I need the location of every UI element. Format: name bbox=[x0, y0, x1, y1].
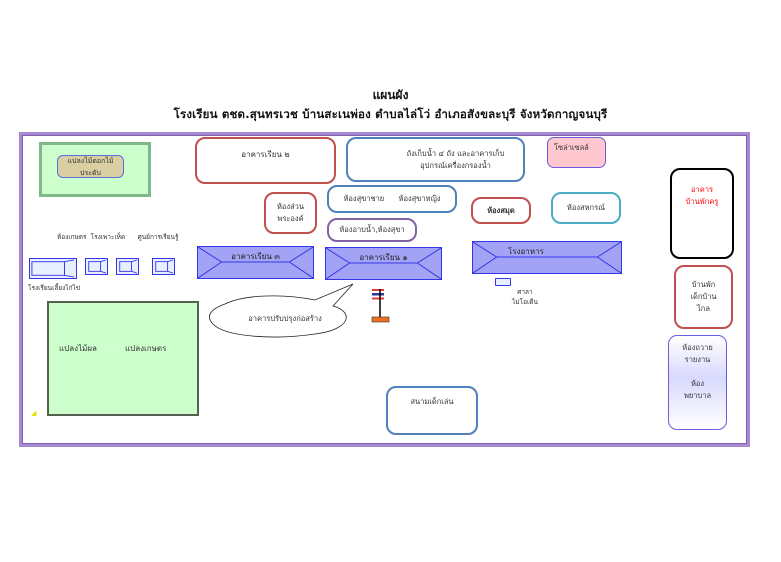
school-building-1-label: อาคารเรียน ๑ bbox=[359, 253, 408, 262]
bathroom: ห้องอาบน้ำ,ห้องสุขา bbox=[327, 218, 417, 242]
teacher-house-label-2: บ้านพักครู bbox=[685, 197, 719, 206]
agriculture-labels: ห้องเกษตร โรงเพาะเห็ด ศูนย์การเรียนรู้ bbox=[57, 233, 179, 241]
map-title: แผนผัง bbox=[372, 88, 409, 102]
water-tanks: ถังเก็บน้ำ ๔ ถัง และอาคารเก็บ อุปกรณ์เคร… bbox=[346, 137, 525, 182]
library: ห้องสมุด bbox=[471, 197, 531, 224]
mushroom-house-building bbox=[116, 258, 139, 275]
royal-room-label-2: พระองค์ bbox=[277, 214, 304, 223]
renovation-callout-label: อาคารปรับปรุงก่อสร้าง bbox=[248, 314, 322, 323]
school-building-2-label: อาคารเรียน ๒ bbox=[241, 150, 290, 159]
canteen: โรงอาหาร bbox=[472, 241, 622, 274]
report-room-label-2: รายงาน bbox=[684, 355, 711, 364]
cooperative-room-label: ห้องสหกรณ์ bbox=[566, 203, 606, 212]
fruit-plot-label: แปลงไม้ผล bbox=[59, 344, 97, 353]
renovation-callout bbox=[209, 283, 354, 338]
playground: สนามเด็กเล่น bbox=[386, 386, 478, 435]
solar-cell-label: โซล่าเซลล์ bbox=[554, 143, 589, 152]
nurse-room-label-2: พยาบาล bbox=[683, 391, 712, 400]
canteen-label: โรงอาหาร bbox=[508, 247, 544, 256]
farm-plot-label: แปลงเกษตร bbox=[125, 344, 167, 353]
dormitory-label-2: เด็กบ้าน bbox=[690, 292, 717, 301]
report-nurse-room: ห้องถวาย รายงาน ห้อง พยาบาล bbox=[668, 335, 727, 430]
garden-plot-label: แปลงไม้ดอกไม้ประดับ bbox=[67, 156, 114, 177]
school-building-3-label: อาคารเรียน ๓ bbox=[231, 252, 280, 261]
dormitory-label-3: ไกล bbox=[697, 304, 710, 313]
small-marker-icon: ◢ bbox=[31, 409, 37, 417]
school-building-1: อาคารเรียน ๑ bbox=[325, 247, 442, 280]
dormitory: บ้านพัก เด็กบ้าน ไกล bbox=[674, 265, 733, 329]
teacher-house-label-1: อาคาร bbox=[691, 185, 713, 194]
teacher-house: อาคาร บ้านพักครู bbox=[670, 168, 734, 259]
school-name: โรงเรียน ตชด.สุนทรเวช บ้านสะเนพ่อง ตำบลไ… bbox=[173, 107, 608, 121]
fruit-farm-plot: แปลงไม้ผล แปลงเกษตร bbox=[47, 301, 199, 416]
cooperative-room: ห้องสหกรณ์ bbox=[551, 192, 621, 224]
sala-label-1: ศาลา bbox=[517, 288, 533, 296]
toilets: ห้องสุขาชาย ห้องสุขาหญิง bbox=[327, 185, 457, 213]
water-tanks-label: ถังเก็บน้ำ ๔ ถัง และอาคารเก็บ bbox=[406, 148, 505, 158]
bathroom-label: ห้องอาบน้ำ,ห้องสุขา bbox=[339, 225, 405, 234]
school-building-2: อาคารเรียน ๒ bbox=[195, 137, 336, 184]
report-room-label-1: ห้องถวาย bbox=[682, 343, 713, 352]
chicken-house-label: โรงเรียนเลี้ยงไก่ไข่ bbox=[28, 284, 81, 292]
chicken-house-building bbox=[29, 258, 77, 279]
garden-plot-label-box: แปลงไม้ดอกไม้ประดับ bbox=[57, 155, 124, 178]
flagpole-icon bbox=[371, 289, 390, 323]
toilets-label: ห้องสุขาชาย ห้องสุขาหญิง bbox=[343, 194, 441, 203]
water-tanks-label-2: อุปกรณ์เครื่องกรองน้ำ bbox=[420, 160, 491, 170]
sala-label-2: ไม่โอเดีน bbox=[512, 298, 538, 306]
agriculture-room-building bbox=[85, 258, 108, 275]
royal-room: ห้องส่วน พระองค์ bbox=[264, 192, 317, 234]
solar-cell: โซล่าเซลล์ bbox=[547, 137, 606, 168]
sala-icon bbox=[495, 278, 511, 286]
library-label: ห้องสมุด bbox=[487, 205, 515, 215]
dormitory-label-1: บ้านพัก bbox=[691, 280, 716, 289]
school-building-3: อาคารเรียน ๓ bbox=[197, 246, 314, 279]
learning-center-building bbox=[152, 258, 175, 275]
nurse-room-label-1: ห้อง bbox=[690, 379, 705, 388]
playground-label: สนามเด็กเล่น bbox=[410, 397, 454, 406]
royal-room-label-1: ห้องส่วน bbox=[276, 202, 305, 211]
